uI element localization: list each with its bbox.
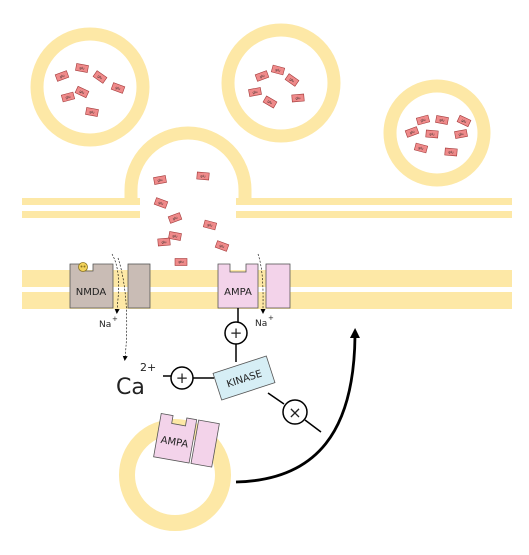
svg-text:glu: glu — [158, 200, 164, 205]
glutamate-molecule: glu — [425, 129, 439, 139]
glutamate-molecule: glu — [54, 70, 70, 82]
svg-text:glu: glu — [448, 150, 453, 154]
svg-text:glu: glu — [89, 110, 95, 115]
svg-text:glu: glu — [79, 89, 85, 95]
na-flow-arrows — [111, 253, 266, 361]
glutamate-molecule: glu — [435, 115, 449, 125]
svg-text:glu: glu — [115, 85, 121, 90]
na-charge-nmda: + — [112, 315, 118, 323]
svg-text:+: + — [230, 324, 243, 342]
ampa-receptor: AMPA — [217, 263, 291, 309]
svg-text:glu: glu — [97, 74, 103, 80]
svg-text:+: + — [176, 369, 189, 387]
svg-text:glu: glu — [409, 129, 415, 134]
glutamate-molecule: glu — [404, 126, 420, 138]
svg-text:glu: glu — [420, 118, 426, 123]
svg-text:glu: glu — [65, 95, 71, 100]
kinase-pathway: + + KINASE × — [163, 308, 322, 433]
glutamate-molecule: glu — [60, 91, 76, 103]
svg-text:glu: glu — [161, 240, 166, 244]
svg-text:glu: glu — [461, 118, 467, 124]
na-charge-ampa: + — [268, 314, 274, 322]
glutamate-molecule: glu — [214, 240, 230, 252]
glutamate-molecule: glu — [415, 114, 431, 126]
glutamate-molecule: glu — [168, 231, 182, 241]
glutamate-molecule: glu — [270, 64, 286, 76]
glutamate-molecule: glu — [444, 147, 458, 157]
na-label-nmda: Na — [99, 320, 111, 330]
glutamate-molecule: glu — [75, 63, 89, 73]
na-label-ampa: Na — [255, 319, 267, 329]
svg-text:glu: glu — [259, 73, 265, 78]
svg-text:glu: glu — [219, 243, 225, 248]
vesicle-ampa-receptor: AMPA — [153, 413, 220, 468]
svg-text:glu: glu — [172, 215, 178, 220]
svg-text:glu: glu — [275, 68, 281, 73]
nmda-receptor: NMDA — [69, 263, 151, 309]
glutamate-molecules: glu glu glu glu glu glu glu glu glu glu glu glu glu g… — [54, 63, 472, 266]
glutamate-molecule: glu — [413, 142, 429, 154]
trafficking-arrow — [235, 328, 360, 484]
svg-text:glu: glu — [79, 66, 85, 71]
svg-text:glu: glu — [458, 132, 464, 137]
glutamate-molecule: glu — [254, 70, 270, 82]
glutamate-molecule: glu — [153, 175, 167, 185]
svg-text:glu: glu — [289, 77, 295, 83]
svg-text:glu: glu — [267, 99, 273, 105]
glutamate-molecule: glu — [74, 85, 90, 99]
svg-text:glu: glu — [295, 96, 300, 100]
presynaptic-membrane — [22, 126, 512, 220]
vesicle-center — [221, 23, 341, 143]
glutamate-molecule: glu — [157, 237, 171, 247]
glutamate-molecule: glu — [248, 87, 262, 97]
svg-text:glu: glu — [179, 260, 184, 264]
glutamate-molecule: glu — [456, 114, 472, 128]
svg-text:glu: glu — [439, 118, 445, 123]
glutamate-molecule: glu — [85, 107, 99, 117]
vesicle-left — [30, 27, 150, 147]
svg-text:glu: glu — [252, 90, 258, 95]
glutamate-molecule: glu — [262, 95, 278, 109]
nmda-label: NMDA — [76, 287, 107, 298]
ligand-icon — [78, 262, 88, 272]
glutamate-molecule: glu — [196, 171, 210, 181]
ca-label: Ca — [116, 375, 145, 400]
svg-text:glu: glu — [418, 146, 424, 151]
svg-text:glu: glu — [200, 174, 205, 178]
glutamate-molecule: glu — [174, 258, 188, 266]
glutamate-molecule: glu — [92, 70, 108, 84]
glutamate-molecule: glu — [110, 82, 126, 94]
glutamate-molecule: glu — [167, 212, 183, 224]
svg-text:glu: glu — [157, 178, 163, 183]
ampa-label: AMPA — [224, 287, 252, 298]
svg-text:glu: glu — [172, 234, 178, 239]
kinase-box: KINASE — [212, 355, 276, 401]
glutamate-molecule: glu — [284, 73, 300, 87]
ca-charge: 2+ — [140, 361, 156, 374]
times-circle — [282, 399, 308, 425]
svg-text:glu: glu — [429, 132, 434, 136]
svg-text:glu: glu — [207, 223, 213, 228]
svg-text:×: × — [288, 403, 301, 422]
glutamate-molecule: glu — [291, 93, 305, 103]
glutamate-molecule: glu — [202, 219, 218, 231]
glutamate-molecule: glu — [153, 197, 169, 209]
svg-text:glu: glu — [59, 73, 65, 78]
vesicle-right — [383, 79, 491, 187]
glutamate-molecule: glu — [454, 129, 468, 139]
vesicle-ampa-label: AMPA — [160, 435, 189, 451]
